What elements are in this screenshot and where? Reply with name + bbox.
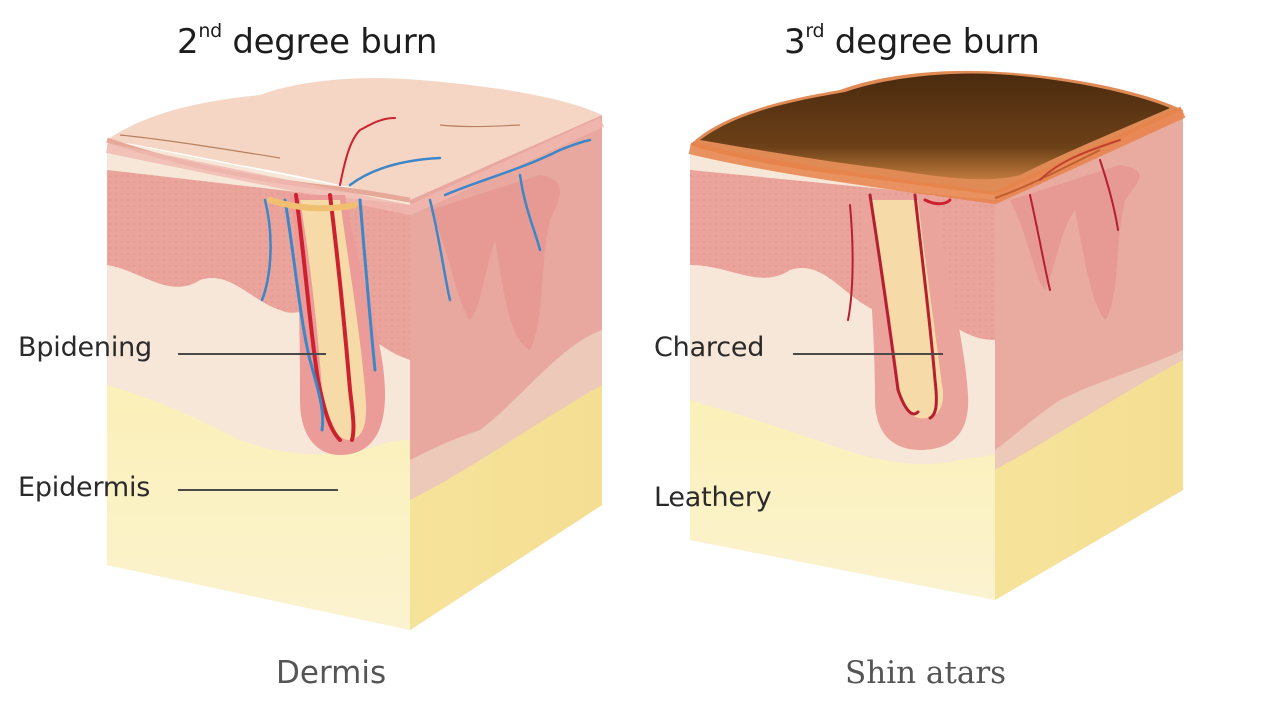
title-third-degree: 3rd degree burn [784,19,1040,62]
leader-right-upper [793,353,943,355]
leader-left-upper [178,353,326,355]
left-front-fat [107,385,410,630]
title-right-rest: degree burn [824,22,1040,62]
caption-left: Dermis [276,655,387,691]
left-side-fat [410,385,602,630]
right-skin-block [688,70,1186,600]
caption-right: Shin atars [845,655,1007,691]
right-front-fat [690,400,995,600]
title-left-rest: degree burn [221,22,438,62]
label-left-lower: Epidermis [18,472,151,503]
label-left-upper: Bpidening [18,332,152,363]
left-blood-vessels [260,117,592,442]
charred-layer [700,73,1170,180]
title-second-degree: 2nd degree burn [177,19,438,62]
label-right-lower: Leathery [654,482,772,513]
leader-left-lower [178,489,338,491]
left-skin-block [105,78,605,630]
title-left-sup: nd [198,19,222,42]
label-right-upper: Charced [654,332,765,363]
title-right-prefix: 3 [784,22,806,62]
right-side-fat [995,360,1183,600]
title-left-prefix: 2 [177,22,199,62]
title-right-sup: rd [805,19,825,42]
